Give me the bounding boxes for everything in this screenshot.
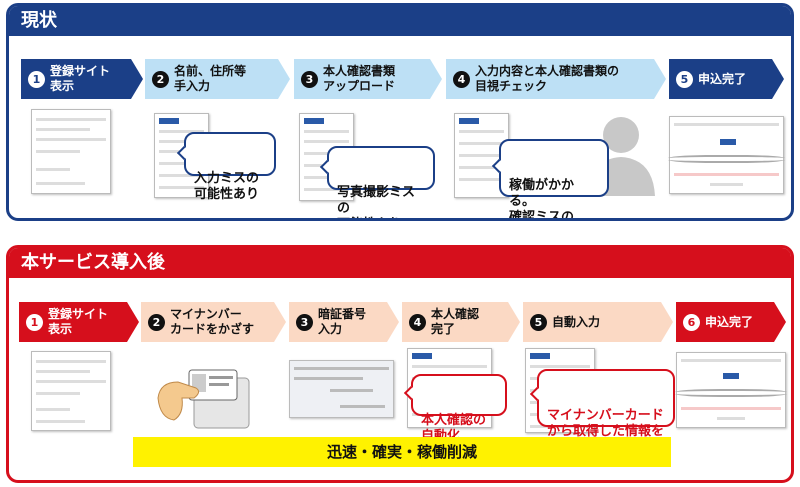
step-label: 申込完了 [705,314,754,329]
step-number: 3 [296,314,313,331]
step-number: 4 [409,314,426,331]
callout-text: 写真撮影ミスの 可能性あり [337,185,416,218]
step-label: 本人確認書類 アップロード [323,64,396,93]
site-screenshot-thumbnail [31,351,111,431]
pin-dialog-thumbnail [289,360,394,418]
current-step-2: 2 名前、住所等 手入力 [145,59,290,99]
new-step-5: 5 自動入力 [523,302,673,342]
current-process-panel: 現状 1 登録サイト 表示 2 名前、住所等 手入力 3 本人確認書類 アップロ… [6,3,794,221]
step-number: 6 [683,314,700,331]
step-label: 名前、住所等 手入力 [174,64,247,93]
step-number: 5 [676,71,693,88]
current-step-1: 1 登録サイト 表示 [21,59,143,99]
step-number: 1 [26,314,43,331]
workload-callout: 稼働がかかる。 確認ミスの 可能性あり [491,139,609,218]
step-number: 3 [301,71,318,88]
auto-input-callout: マイナンバーカード から取得した情報を 自動入力 [529,369,675,455]
card-reader-icon [157,369,250,429]
step-label: 申込完了 [698,71,747,86]
step-number: 5 [530,314,547,331]
new-step-1: 1 登録サイト 表示 [19,302,139,342]
step-label: 本人確認 完了 [431,307,480,336]
benefit-banner: 迅速・確実・稼働削減 [133,437,671,467]
step-label: 入力内容と本人確認書類の 目視チェック [475,64,620,93]
complete-screenshot-thumbnail [668,116,785,194]
callout-text: 稼働がかかる。 確認ミスの 可能性あり [509,178,575,221]
auto-verification-callout: 本人確認の 自動化 [403,374,507,444]
step-label: 暗証番号 入力 [318,307,367,336]
step-number: 2 [152,71,169,88]
current-step-5: 5 申込完了 [669,59,784,99]
new-step-6: 6 申込完了 [676,302,786,342]
photo-error-callout: 写真撮影ミスの 可能性あり [319,146,435,218]
site-screenshot-thumbnail [31,109,111,194]
new-step-3: 3 暗証番号 入力 [289,302,399,342]
new-step-4: 4 本人確認 完了 [402,302,520,342]
input-error-callout: 入力ミスの 可能性あり [176,132,276,202]
new-step-2: 2 マイナンバー カードをかざす [141,302,286,342]
step-label: 登録サイト 表示 [50,64,111,93]
step-label: 登録サイト 表示 [48,307,109,336]
current-step-4: 4 入力内容と本人確認書類の 目視チェック [446,59,666,99]
complete-screenshot-thumbnail [675,352,787,428]
callout-text: 入力ミスの 可能性あり [194,171,260,202]
new-service-title: 本サービス導入後 [9,248,791,278]
step-number: 1 [28,71,45,88]
current-step-3: 3 本人確認書類 アップロード [294,59,442,99]
step-number: 2 [148,314,165,331]
step-label: マイナンバー カードをかざす [170,307,255,336]
step-number: 4 [453,71,470,88]
current-process-title: 現状 [9,6,791,36]
step-label: 自動入力 [552,314,601,329]
